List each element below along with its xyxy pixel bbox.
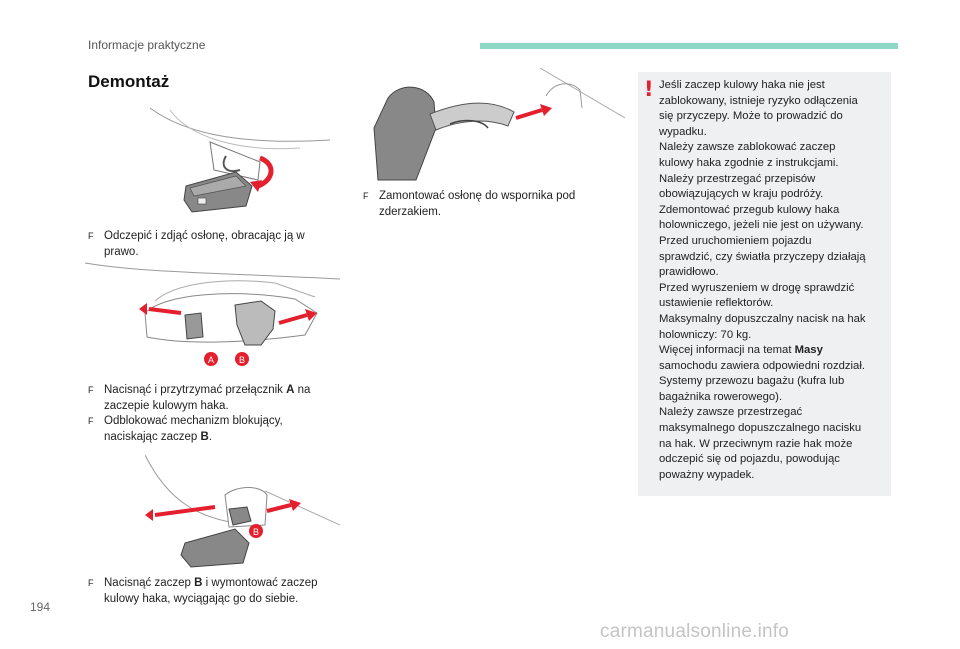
bullet-icon: F — [363, 191, 369, 201]
step-text: Nacisnąć i przytrzymać przełącznik — [104, 384, 287, 396]
illustration-pull-ball: B — [145, 455, 340, 568]
page-title: Demontaż — [88, 72, 170, 91]
step-release-ball: F Nacisnąć i przytrzymać przełącznik A na… — [88, 383, 333, 445]
illustration-cover-removal — [150, 107, 330, 213]
warning-line: prawidłowo. — [659, 266, 719, 279]
step-remove-ball: F Nacisnąć zaczep B i wymontować zaczep k… — [88, 576, 333, 607]
warning-reference-text: Więcej informacji na temat — [659, 344, 795, 357]
warning-panel: ! Jeśli zaczep kulowy haka nie jest zablo… — [638, 72, 891, 496]
warning-line: samochodu zawiera odpowiedni rozdział. — [659, 359, 865, 372]
warning-text: Jeśli zaczep kulowy haka nie jest zabloko… — [659, 78, 885, 483]
illustration-fit-cover — [373, 68, 625, 181]
callout-a: A — [208, 355, 214, 365]
warning-reference-line: Więcej informacji na temat Masy — [659, 343, 885, 359]
step-text: . — [208, 430, 213, 443]
step-text: Odblokować mechanizm blokujący, naciskaj… — [104, 415, 283, 443]
warning-line: sprawdzić, czy światła przyczepy działaj… — [659, 250, 866, 263]
warning-line: holowniczy: 70 kg. — [659, 328, 752, 341]
warning-line: Przed wyruszeniem w drogę sprawdzić — [659, 281, 855, 294]
step-text: na zaczepie kulowym haka. — [104, 384, 311, 412]
callout-b2: B — [253, 527, 259, 537]
warning-line: Zdemontować przegub kulowy haka — [659, 203, 840, 216]
section-header: Informacje praktyczne — [88, 38, 206, 52]
warning-line: wypadku. — [659, 125, 707, 138]
warning-reference-bold: Masy — [794, 344, 823, 357]
warning-line: holowniczego, jeżeli nie jest on używany… — [659, 219, 864, 232]
warning-line: obowiązujących w kraju podróży. — [659, 188, 824, 201]
key-letter: B — [194, 577, 203, 589]
watermark: carmanualsonline.info — [600, 621, 790, 642]
warning-line: Przed uruchomieniem pojazdu — [659, 234, 812, 247]
warning-line: na hak. W przeciwnym razie hak może — [659, 437, 853, 450]
warning-line: kulowy haka zgodnie z instrukcjami. — [659, 156, 839, 169]
warning-line: Jeśli zaczep kulowy haka nie jest — [659, 79, 825, 91]
bullet-icon: F — [88, 578, 94, 588]
bullet-icon: F — [88, 416, 94, 426]
step-remove-cover: F Odczepić i zdjąć osłonę, obracając ją w… — [88, 229, 328, 260]
warning-line: Systemy przewozu bagażu (kufra lub — [659, 375, 845, 388]
warning-line: Maksymalny dopuszczalny nacisk na hak — [659, 312, 866, 325]
bullet-icon: F — [88, 231, 94, 241]
warning-line: Należy zawsze przestrzegać — [659, 406, 803, 419]
callout-b: B — [239, 355, 245, 365]
step-text: Odczepić i zdjąć osłonę, obracając ją w … — [104, 230, 305, 258]
warning-icon: ! — [644, 77, 654, 101]
step-text: Zamontować osłonę do wspornika pod zderz… — [379, 190, 576, 218]
warning-line: zablokowany, istnieje ryzyko odłączenia — [659, 94, 858, 107]
step-text: i wymontować zaczep kulowy haka, wyciąga… — [104, 577, 318, 605]
warning-line: bagażnika rowerowego). — [659, 390, 783, 403]
warning-line: Należy przestrzegać przepisów — [659, 172, 816, 185]
warning-line: ustawienie reflektorów. — [659, 297, 774, 310]
warning-line: się przyczepy. Może to prowadzić do — [659, 110, 843, 123]
warning-line: maksymalnego dopuszczalnego nacisku — [659, 422, 862, 435]
bullet-icon: F — [88, 385, 94, 395]
step-text: Nacisnąć zaczep — [104, 577, 195, 589]
warning-line: poważny wypadek. — [659, 468, 755, 481]
page-number: 194 — [30, 600, 51, 614]
warning-line: Należy zawsze zablokować zaczep — [659, 141, 836, 154]
key-letter: B — [200, 430, 209, 443]
step-fit-cover: F Zamontować osłonę do wspornika pod zder… — [363, 189, 603, 220]
illustration-ball-release: A B — [85, 262, 340, 366]
key-letter: A — [286, 384, 295, 396]
header-accent-bar — [480, 43, 898, 49]
warning-line: odczepić się od pojazdu, powodując — [659, 453, 840, 466]
